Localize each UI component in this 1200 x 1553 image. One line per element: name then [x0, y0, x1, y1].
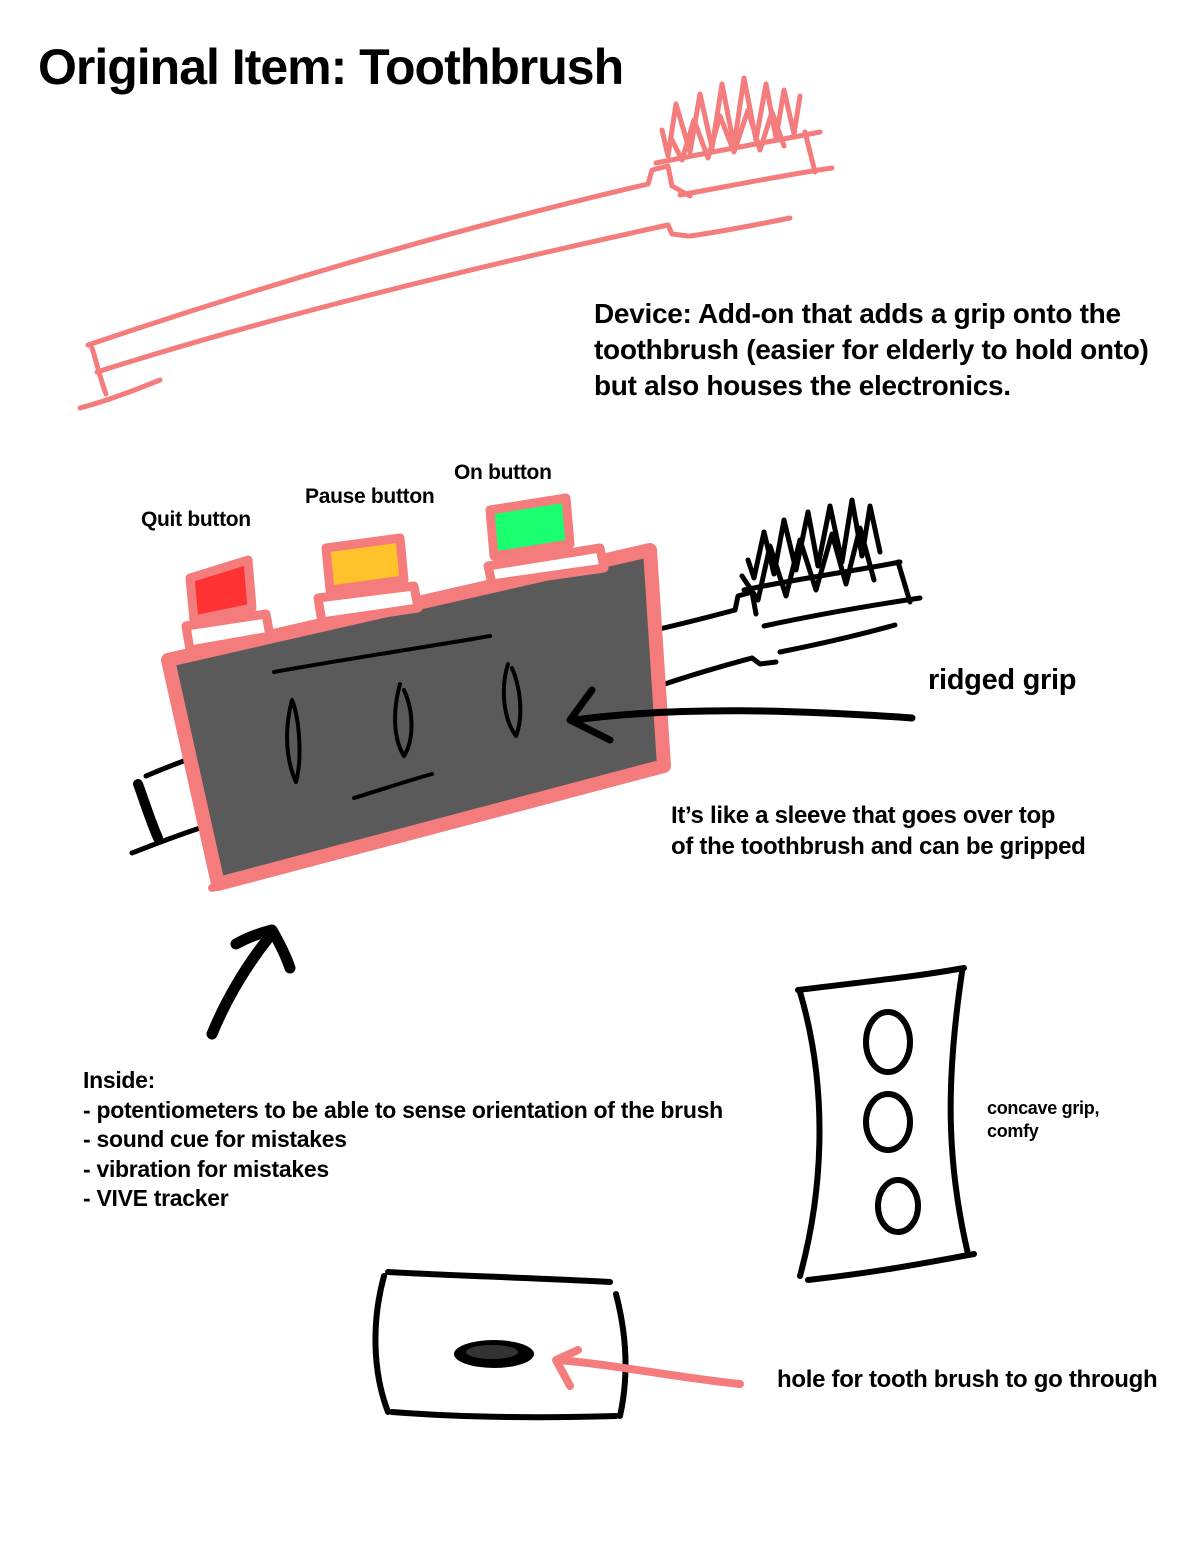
quit-button [181, 555, 275, 655]
concave-grip-drawing [795, 965, 977, 1283]
page-title: Original Item: Toothbrush [38, 39, 624, 95]
pause-button [313, 533, 423, 627]
hole-label: hole for tooth brush to go through [777, 1366, 1158, 1393]
pause-button-label: Pause button [305, 485, 435, 508]
on-button [483, 493, 609, 589]
sleeve-note: It’s like a sleeve that goes over top of… [671, 800, 1086, 862]
device-description-line: but also houses the electronics. [594, 370, 1011, 401]
concave-grip-label-line: concave grip, [987, 1098, 1100, 1118]
inside-arrow [206, 924, 296, 1040]
device-description-line: Device: Add-on that adds a grip onto the [594, 298, 1121, 329]
ridges [272, 634, 523, 800]
inside-heading: Inside: [83, 1067, 156, 1093]
brush-head [652, 497, 923, 688]
hole-icon [454, 1340, 534, 1368]
ridged-grip-arrow [566, 686, 916, 744]
concave-grip-label: concave grip, comfy [987, 1097, 1099, 1143]
quit-button-label: Quit button [141, 508, 251, 531]
concave-grip-label-line: comfy [987, 1121, 1039, 1141]
end-view-drawing [372, 1269, 629, 1421]
inside-item: - potentiometers to be able to sense ori… [83, 1096, 723, 1123]
inside-list: Inside: - potentiometers to be able to s… [83, 1066, 723, 1214]
sleeve-note-line: of the toothbrush and can be gripped [671, 833, 1086, 860]
inside-item: - vibration for mistakes [83, 1155, 329, 1182]
inside-item: - VIVE tracker [83, 1185, 229, 1211]
toothbrush-sketch [77, 75, 835, 411]
device-description-line: toothbrush (easier for elderly to hold o… [594, 334, 1149, 365]
hole-arrow [552, 1346, 744, 1390]
ridged-grip-label: ridged grip [928, 664, 1077, 696]
sleeve-note-line: It’s like a sleeve that goes over top [671, 802, 1056, 829]
device-description: Device: Add-on that adds a grip onto the… [594, 296, 1149, 404]
inside-item: - sound cue for mistakes [83, 1126, 347, 1152]
on-button-label: On button [454, 461, 552, 484]
